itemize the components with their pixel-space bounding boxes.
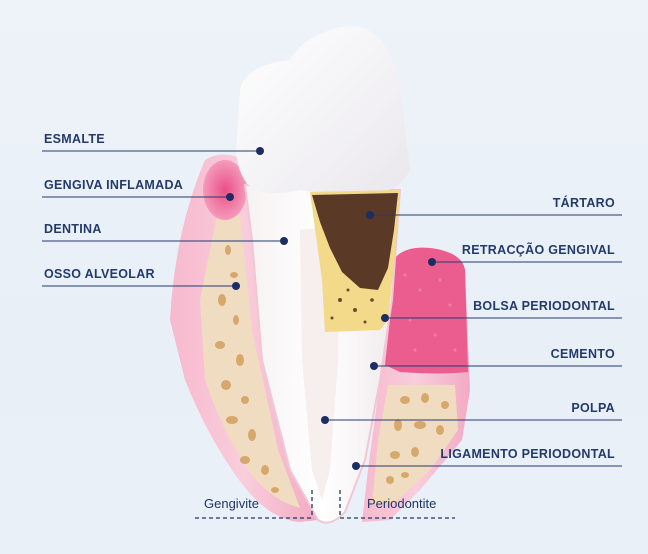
label-tartaro: TÁRTARO [553,196,615,210]
label-polpa: POLPA [571,401,615,415]
label-ligamento-periodontal: LIGAMENTO PERIODONTAL [440,447,615,461]
label-cemento: CEMENTO [551,347,615,361]
tooth-crown [236,26,410,195]
right-inflamed-gum [385,248,468,374]
label-osso-alveolar: OSSO ALVEOLAR [44,267,155,281]
label-retraccao-gengival: RETRACÇÃO GENGIVAL [462,243,615,257]
label-bolsa-periodontal: BOLSA PERIODONTAL [473,299,615,313]
label-dentina: DENTINA [44,222,102,236]
caption-gengivite: Gengivite [204,496,259,511]
label-gengiva-inflamada: GENGIVA INFLAMADA [44,178,183,192]
label-esmalte: ESMALTE [44,132,105,146]
caption-periodontite: Periodontite [367,496,436,511]
